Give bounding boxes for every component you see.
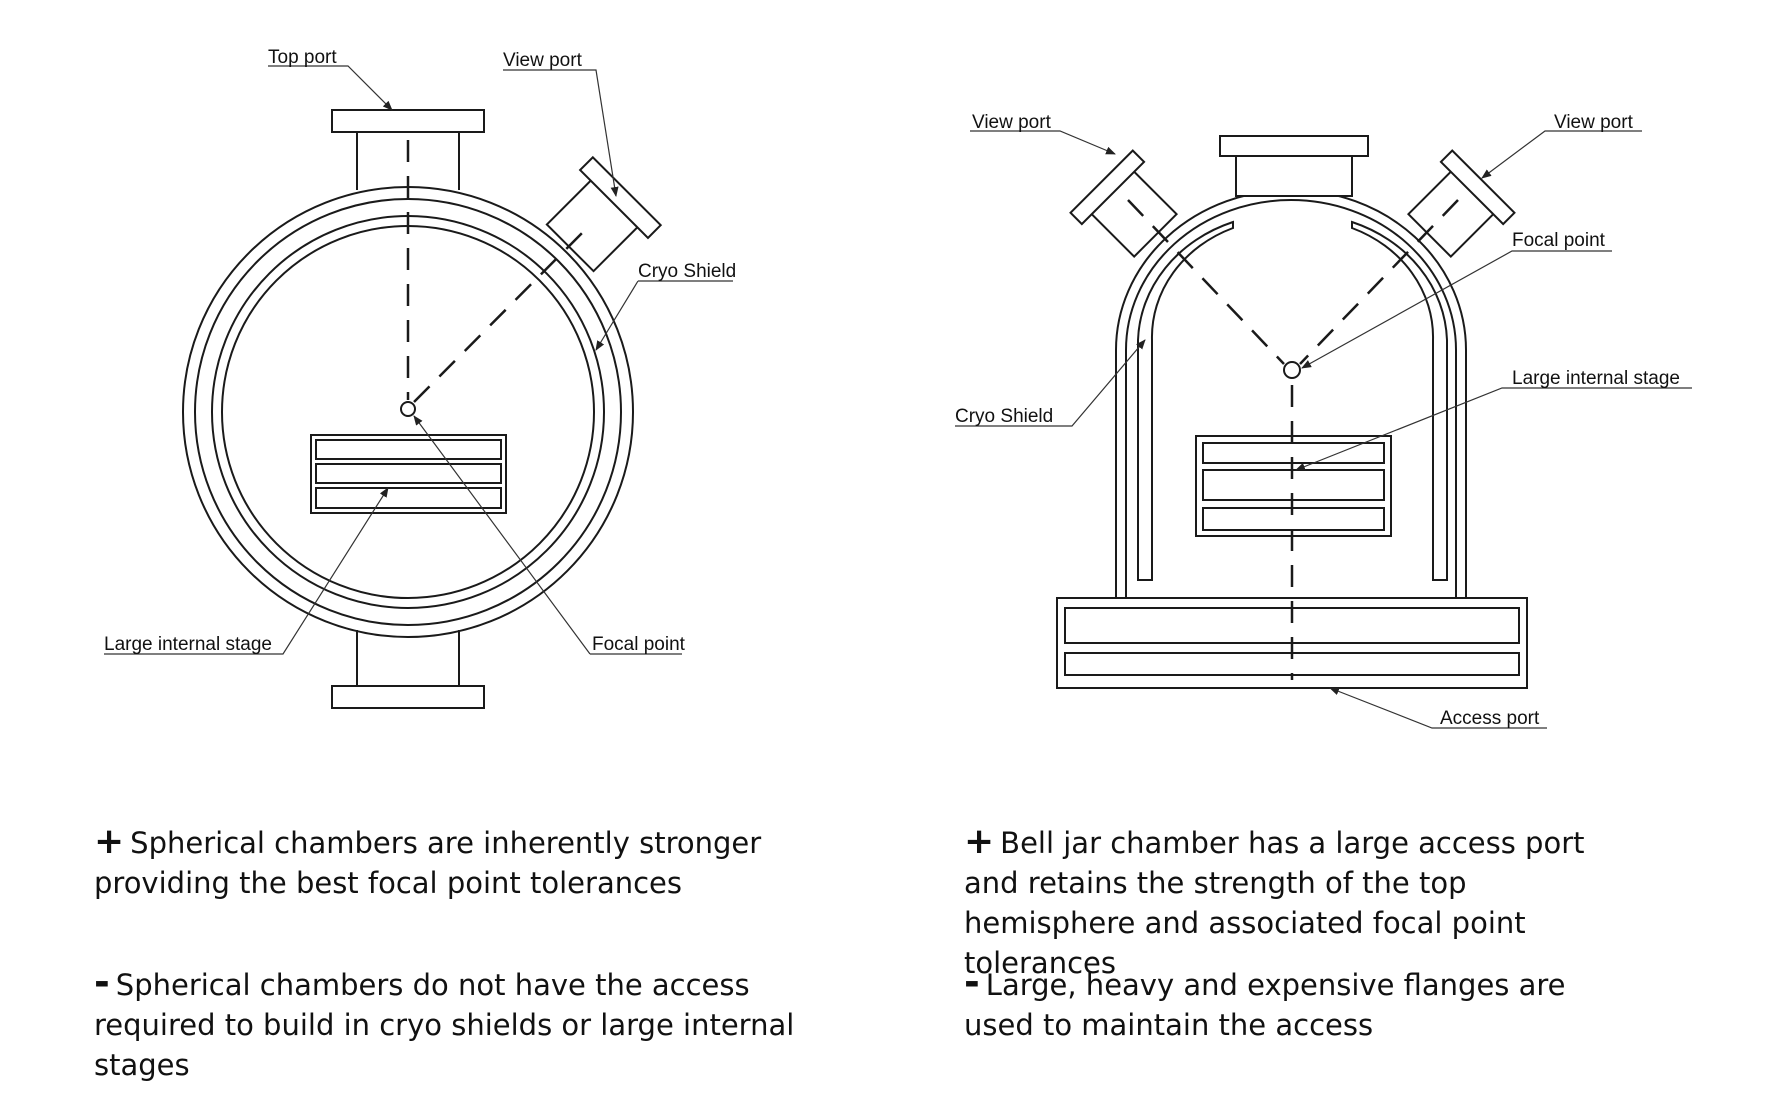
right-con-sentence: Large, heavy and expensive flanges are u… <box>964 968 1566 1042</box>
bottom-port <box>331 630 485 709</box>
plus-symbol-right: + <box>964 821 995 862</box>
bell-sight-line-right <box>1299 199 1459 365</box>
right-pro-sentence: Bell jar chamber has a large access port… <box>964 826 1585 980</box>
view-port-left <box>1069 149 1179 259</box>
left-con-sentence: Spherical chambers do not have the acces… <box>94 968 795 1082</box>
label-focal-point-right: Focal point <box>1512 230 1606 251</box>
minus-symbol: - <box>94 960 110 1004</box>
label-top-port: Top port <box>268 47 337 68</box>
label-view-port-right: View port <box>1554 112 1634 133</box>
label-focal-point: Focal point <box>592 634 686 655</box>
label-cryo-shield-right: Cryo Shield <box>955 406 1053 427</box>
left-pro-sentence: Spherical chambers are inherently strong… <box>94 826 762 900</box>
bell-internal-stage <box>1195 435 1392 537</box>
label-cryo-shield: Cryo Shield <box>638 261 736 282</box>
label-large-internal-stage-right: Large internal stage <box>1512 368 1680 389</box>
label-view-port: View port <box>503 50 583 71</box>
chamber-inner-wall <box>194 198 622 626</box>
view-port-left-chamber <box>545 155 663 273</box>
internal-stage <box>310 434 507 514</box>
bell-inner-wall <box>1125 199 1457 598</box>
label-large-internal-stage: Large internal stage <box>104 634 272 655</box>
left-pro-text: +Spherical chambers are inherently stron… <box>94 822 814 903</box>
bell-sight-line-left <box>1127 199 1285 365</box>
label-view-port-left: View port <box>972 112 1052 133</box>
view-port-right <box>1406 149 1516 259</box>
bell-top-port <box>1219 135 1369 197</box>
cryo-shield-right <box>1351 220 1448 581</box>
spherical-chamber-diagram <box>104 65 733 709</box>
sight-line-diagonal <box>413 224 591 403</box>
top-port <box>331 109 485 190</box>
bell-jar-chamber-diagram <box>955 130 1692 729</box>
minus-symbol-right: - <box>964 960 980 1004</box>
left-con-text: -Spherical chambers do not have the acce… <box>94 962 814 1085</box>
label-access-port: Access port <box>1440 708 1540 729</box>
bell-focal-point-marker <box>1283 361 1301 379</box>
plus-symbol: + <box>94 821 125 862</box>
right-con-text: -Large, heavy and expensive flanges are … <box>964 962 1644 1045</box>
cryo-shield-left <box>1137 220 1234 581</box>
focal-point-marker <box>400 401 416 417</box>
right-pro-text: +Bell jar chamber has a large access por… <box>964 822 1644 983</box>
